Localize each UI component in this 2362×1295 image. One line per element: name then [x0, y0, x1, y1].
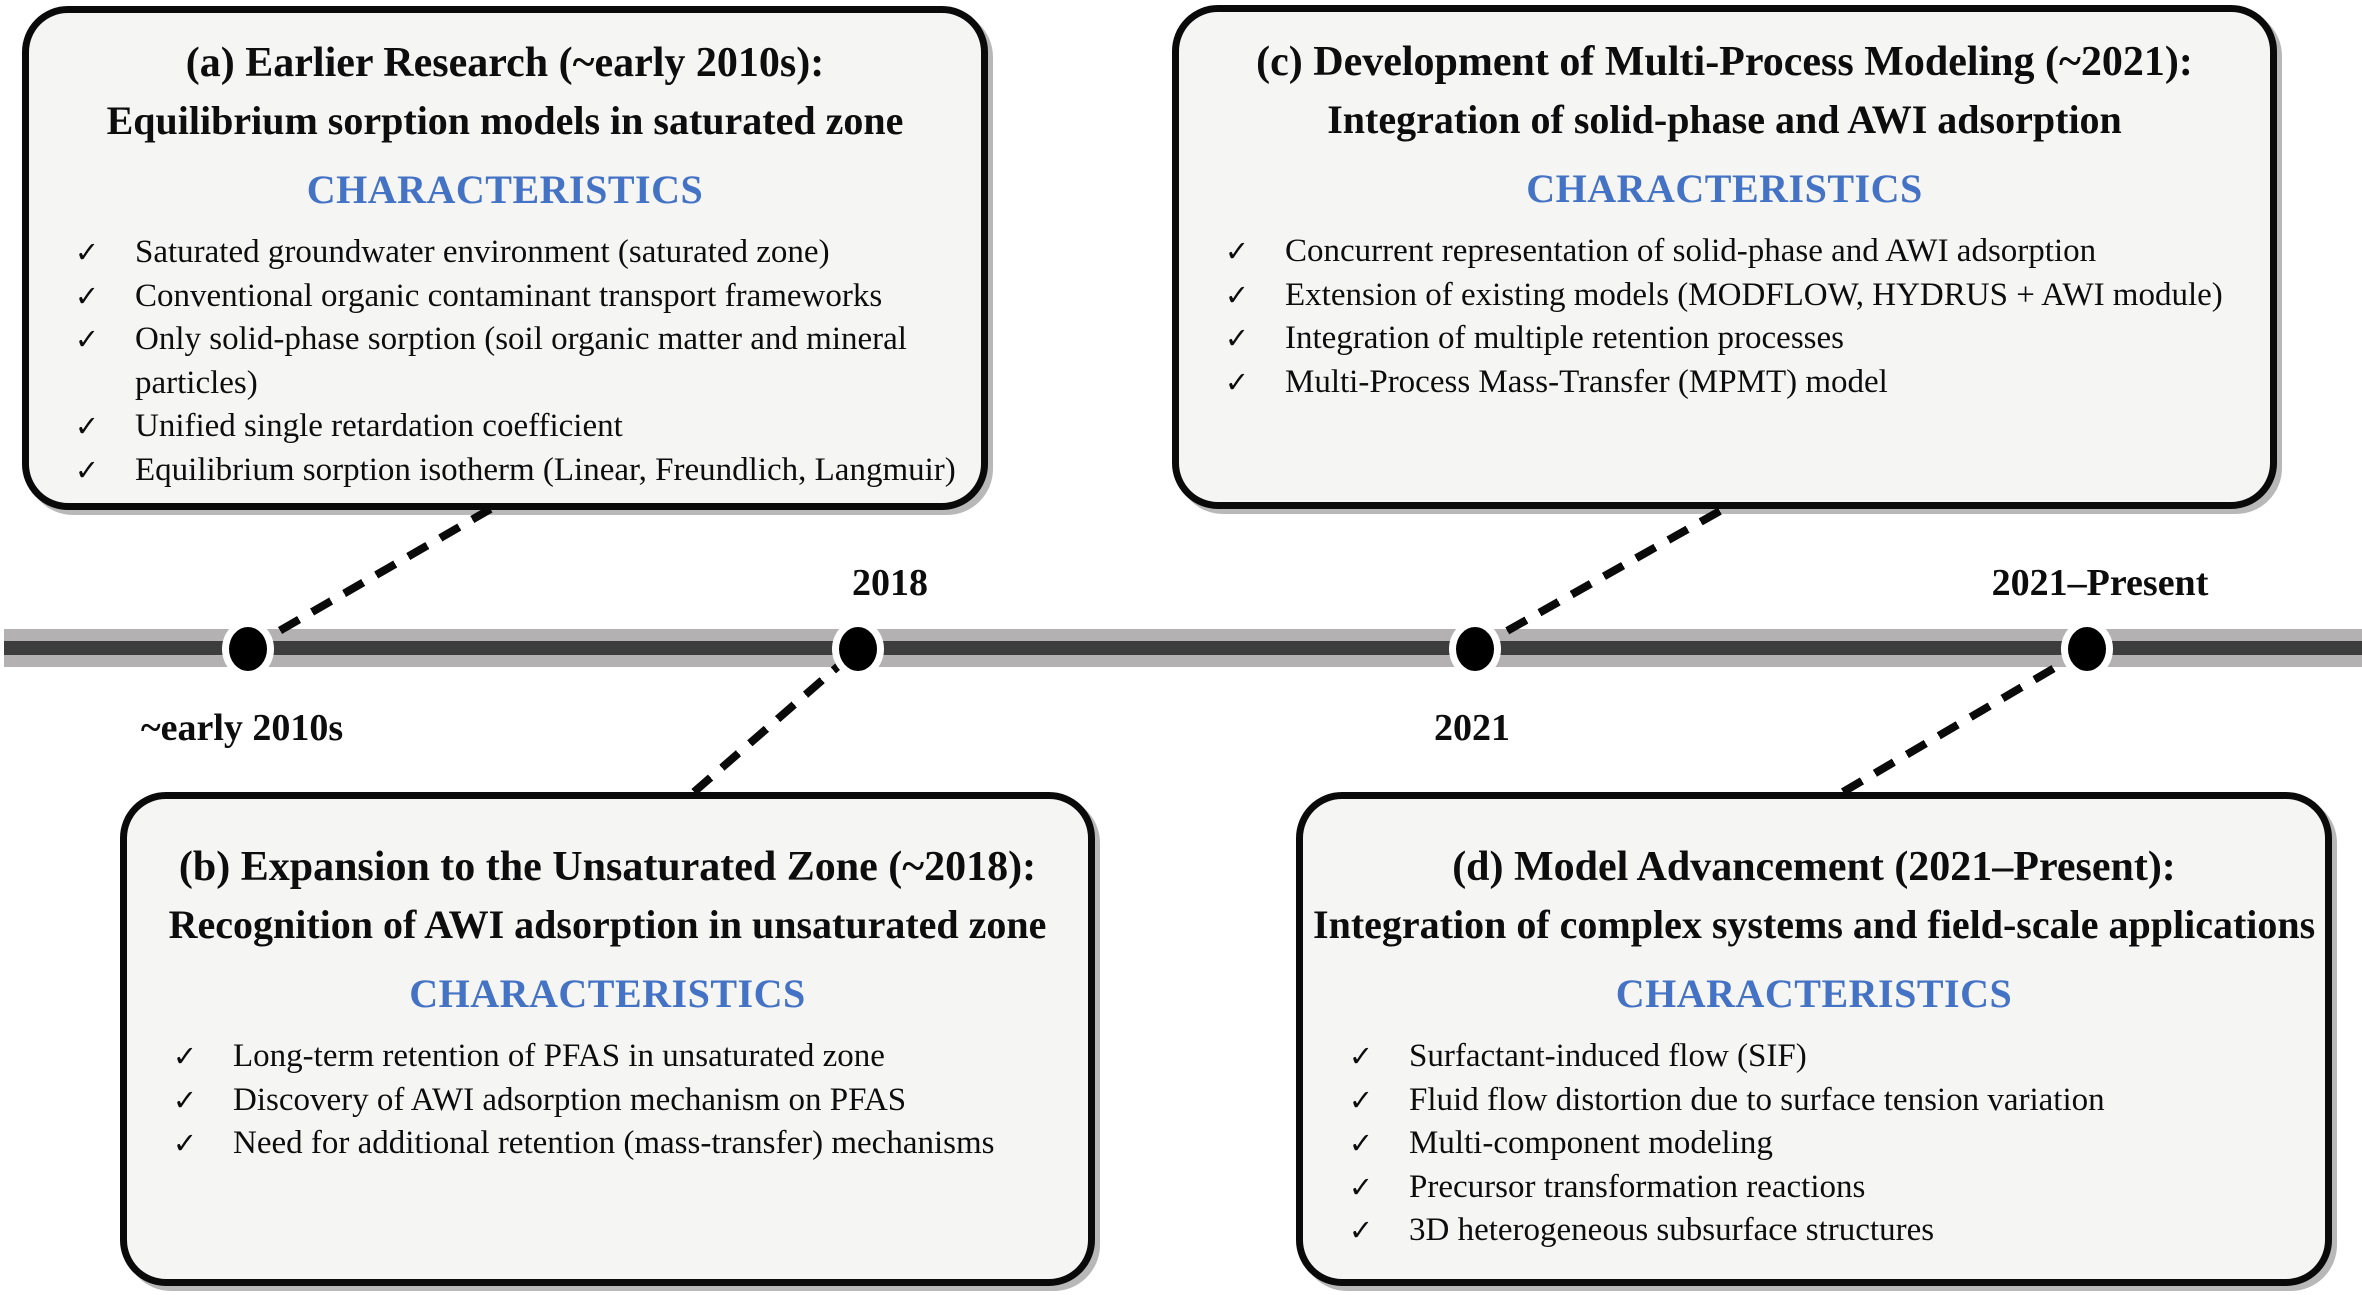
item-text: 3D heterogeneous subsurface structures	[1409, 1212, 1935, 1249]
item-text: Long-term retention of PFAS in unsaturat…	[233, 1038, 885, 1075]
list-item: ✓ Discovery of AWI adsorption mechanism …	[163, 1079, 1072, 1123]
item-text: Equilibrium sorption isotherm (Linear, F…	[135, 451, 956, 488]
item-text: Saturated groundwater environment (satur…	[135, 234, 830, 271]
check-icon: ✓	[74, 452, 100, 487]
check-icon: ✓	[74, 278, 100, 313]
timeline-dot-2018	[832, 620, 884, 678]
characteristics-list: ✓ Long-term retention of PFAS in unsatur…	[137, 1035, 1078, 1166]
list-item: ✓ Need for additional retention (mass-tr…	[163, 1122, 1072, 1166]
list-item: ✓ Surfactant-induced flow (SIF)	[1339, 1035, 2309, 1079]
check-icon: ✓	[172, 1082, 198, 1117]
era-box-b: (b) Expansion to the Unsaturated Zone (~…	[120, 792, 1095, 1286]
item-text: Multi-Process Mass-Transfer (MPMT) model	[1285, 363, 1888, 400]
characteristics-heading: CHARACTERISTICS	[1615, 971, 2013, 1017]
list-item: ✓ Integration of multiple retention proc…	[1215, 317, 2254, 361]
check-icon: ✓	[1348, 1169, 1374, 1204]
check-icon: ✓	[1224, 277, 1250, 312]
timeline-stripe	[4, 641, 2362, 655]
list-item: ✓ 3D heterogeneous subsurface structures	[1339, 1209, 2309, 1253]
era-box-c: (c) Development of Multi-Process Modelin…	[1172, 5, 2277, 509]
timeline-dot-2021-present	[2061, 620, 2113, 678]
list-item: ✓ Multi-Process Mass-Transfer (MPMT) mod…	[1215, 361, 2254, 405]
era-box-d: (d) Model Advancement (2021–Present): In…	[1296, 792, 2332, 1286]
item-text: Conventional organic contaminant transpo…	[135, 277, 883, 314]
characteristics-heading: CHARACTERISTICS	[409, 971, 806, 1017]
list-item: ✓ Unified single retardation coefficient	[65, 405, 965, 449]
check-icon: ✓	[74, 409, 100, 444]
check-icon: ✓	[74, 235, 100, 270]
characteristics-list: ✓ Saturated groundwater environment (sat…	[39, 231, 971, 492]
check-icon: ✓	[1348, 1039, 1374, 1074]
item-text: Only solid-phase sorption (soil organic …	[135, 321, 907, 401]
check-icon: ✓	[1348, 1082, 1374, 1117]
item-text: Multi-component modeling	[1409, 1125, 1773, 1162]
timeline-dot-early-2010s	[222, 620, 274, 678]
check-icon: ✓	[1348, 1213, 1374, 1248]
list-item: ✓ Only solid-phase sorption (soil organi…	[65, 318, 965, 405]
box-title: (b) Expansion to the Unsaturated Zone (~…	[178, 844, 1037, 890]
check-icon: ✓	[1348, 1126, 1374, 1161]
list-item: ✓ Long-term retention of PFAS in unsatur…	[163, 1035, 1072, 1079]
item-text: Integration of multiple retention proces…	[1285, 320, 1845, 357]
box-subtitle: Recognition of AWI adsorption in unsatur…	[168, 902, 1047, 948]
characteristics-heading: CHARACTERISTICS	[1526, 166, 1923, 212]
list-item: ✓ Conventional organic contaminant trans…	[65, 275, 965, 319]
list-item: ✓ Fluid flow distortion due to surface t…	[1339, 1079, 2309, 1123]
list-item: ✓ Equilibrium sorption isotherm (Linear,…	[65, 449, 965, 493]
item-text: Unified single retardation coefficient	[135, 408, 623, 445]
check-icon: ✓	[74, 322, 100, 357]
box-title: (d) Model Advancement (2021–Present):	[1452, 844, 2176, 890]
year-label-2021-present: 2021–Present	[1991, 562, 2209, 604]
box-title: (c) Development of Multi-Process Modelin…	[1256, 39, 2193, 85]
item-text: Concurrent representation of solid-phase…	[1285, 233, 2097, 270]
characteristics-list: ✓ Concurrent representation of solid-pha…	[1189, 230, 2260, 404]
item-text: Extension of existing models (MODFLOW, H…	[1285, 276, 2223, 313]
list-item: ✓ Multi-component modeling	[1339, 1122, 2309, 1166]
check-icon: ✓	[172, 1126, 198, 1161]
list-item: ✓ Extension of existing models (MODFLOW,…	[1215, 274, 2254, 318]
timeline-bar	[4, 629, 2362, 667]
check-icon: ✓	[1224, 234, 1250, 269]
box-subtitle: Equilibrium sorption models in saturated…	[106, 98, 904, 144]
list-item: ✓ Precursor transformation reactions	[1339, 1166, 2309, 1210]
era-box-a: (a) Earlier Research (~early 2010s): Equ…	[22, 6, 988, 510]
list-item: ✓ Concurrent representation of solid-pha…	[1215, 230, 2254, 274]
item-text: Fluid flow distortion due to surface ten…	[1409, 1081, 2105, 1118]
characteristics-list: ✓ Surfactant-induced flow (SIF) ✓ Fluid …	[1313, 1035, 2315, 1253]
item-text: Discovery of AWI adsorption mechanism on…	[233, 1081, 907, 1118]
year-label-2018: 2018	[852, 562, 928, 604]
box-subtitle: Integration of complex systems and field…	[1313, 902, 2316, 948]
list-item: ✓ Saturated groundwater environment (sat…	[65, 231, 965, 275]
check-icon: ✓	[172, 1039, 198, 1074]
check-icon: ✓	[1224, 364, 1250, 399]
box-title: (a) Earlier Research (~early 2010s):	[185, 40, 825, 86]
timeline-dot-2021	[1449, 620, 1501, 678]
box-subtitle: Integration of solid-phase and AWI adsor…	[1327, 97, 2122, 143]
item-text: Need for additional retention (mass-tran…	[233, 1125, 995, 1162]
year-label-2021: 2021	[1434, 707, 1510, 749]
item-text: Precursor transformation reactions	[1409, 1168, 1866, 1205]
check-icon: ✓	[1224, 321, 1250, 356]
year-label-early-2010s: ~early 2010s	[140, 707, 344, 749]
item-text: Surfactant-induced flow (SIF)	[1409, 1038, 1807, 1075]
characteristics-heading: CHARACTERISTICS	[306, 167, 704, 213]
